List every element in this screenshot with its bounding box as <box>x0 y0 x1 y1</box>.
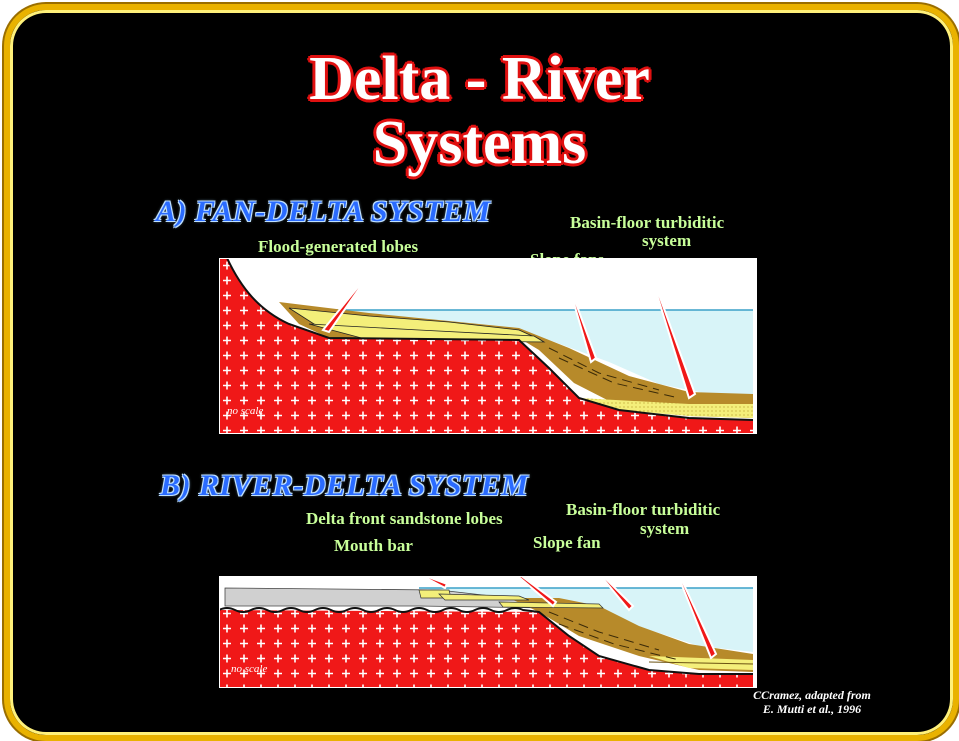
basement-a <box>219 258 753 434</box>
no-scale-a: no scale <box>227 405 263 417</box>
label-slope-fan: Slope fan <box>533 533 601 552</box>
pointer-slope-fans <box>565 275 598 364</box>
label-basin-floor-b-2: system <box>640 519 690 538</box>
water-a <box>314 310 753 396</box>
water-b <box>419 588 753 652</box>
no-scale-b: no scale <box>231 663 267 675</box>
delta-front-lobe-b <box>438 593 530 601</box>
label-flood-lobes: Flood-generated lobes <box>258 237 419 256</box>
pointer-basin-floor-b <box>677 576 718 660</box>
credit-line-1: CCramez, adapted from <box>753 688 871 702</box>
pointer-slope-fan <box>599 576 635 612</box>
pointer-flood-lobes <box>321 265 376 334</box>
slope-fan-wedge-b <box>509 598 753 672</box>
title-line-2: Systems <box>372 109 587 177</box>
label-basin-floor-a-2: system <box>642 231 692 250</box>
label-mouth-bar: Mouth bar <box>334 536 413 555</box>
label-delta-front: Delta front sandstone lobes <box>306 509 503 528</box>
panel-a-heading: A) FAN-DELTA SYSTEM <box>156 195 491 228</box>
label-basin-floor-b-1: Basin-floor turbiditic <box>566 500 721 519</box>
credit-line-2: E. Mutti et al., 1996 <box>762 702 862 716</box>
river-delta-cross-section: no scale <box>219 576 757 688</box>
label-basin-floor-a-1: Basin-floor turbiditic <box>570 213 725 232</box>
pointer-basin-floor-a <box>644 258 697 400</box>
fan-delta-cross-section: no scale <box>219 258 757 434</box>
title-line-1: Delta - River <box>309 45 650 113</box>
pointer-delta-front <box>516 576 558 608</box>
pointer-mouth-bar <box>420 576 449 590</box>
basin-floor-sand-a <box>579 398 753 418</box>
basement-b <box>219 610 753 688</box>
panel-b-heading: B) RIVER-DELTA SYSTEM <box>160 469 529 502</box>
credit: CCramez, adapted from E. Mutti et al., 1… <box>717 688 907 716</box>
